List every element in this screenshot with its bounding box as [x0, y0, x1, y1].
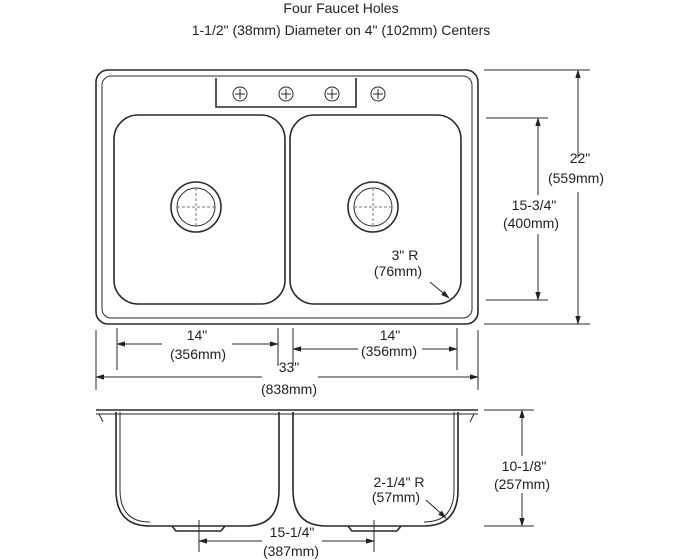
- bottom-radius-leader: [425, 499, 447, 519]
- corner-radius-inch: 3" R: [392, 247, 419, 263]
- faucet-hole-icon: [324, 86, 340, 102]
- sink-rim-outer: [95, 69, 479, 325]
- top-view: 3" R (76mm) 22" (559mm) 15-3/4" (400mm) …: [95, 69, 604, 397]
- side-view: 2-1/4" R (57mm) 10-1/8" (257mm) 15-1/4" …: [96, 409, 550, 559]
- faucet-hole-icon: [278, 86, 294, 102]
- sink-rim-inner: [101, 75, 473, 319]
- header-title: Four Faucet Holes: [283, 0, 398, 16]
- bowl-front-back-mm: (400mm): [503, 215, 559, 231]
- corner-radius-mm: (76mm): [374, 263, 422, 279]
- left-bowl: [113, 114, 286, 305]
- side-right-bowl: [292, 412, 459, 527]
- faucet-hole-icon: [232, 86, 248, 102]
- left-bowl-width-mm: (356mm): [170, 346, 226, 362]
- bowl-front-back-inch: 15-3/4": [512, 197, 557, 213]
- bowl-depth-inch: 10-1/8": [502, 458, 547, 474]
- left-bowl-width-inch: 14": [187, 327, 208, 343]
- side-left-bowl: [115, 412, 280, 527]
- faucet-holes: [232, 86, 386, 102]
- drain-centers-mm: (387mm): [263, 543, 319, 559]
- bottom-radius-inch: 2-1/4" R: [374, 474, 425, 490]
- overall-depth-mm: (559mm): [548, 170, 604, 186]
- bottom-radius-mm: (57mm): [372, 489, 420, 505]
- overall-width-inch: 33": [279, 359, 300, 375]
- overall-width-mm: (838mm): [261, 381, 317, 397]
- faucet-hole-icon: [370, 86, 386, 102]
- left-drain-icon: [170, 181, 222, 233]
- overall-depth-inch: 22": [570, 150, 591, 166]
- header-subtitle: 1-1/2" (38mm) Diameter on 4" (102mm) Cen…: [192, 22, 491, 38]
- drain-centers-inch: 15-1/4": [270, 524, 315, 540]
- faucet-deck: [215, 78, 357, 108]
- corner-radius-leader: [429, 281, 450, 299]
- right-bowl-width-mm: (356mm): [361, 343, 417, 359]
- right-bowl-width-inch: 14": [380, 327, 401, 343]
- right-drain-icon: [347, 181, 399, 233]
- bowl-depth-mm: (257mm): [494, 476, 550, 492]
- right-bowl: [289, 114, 462, 305]
